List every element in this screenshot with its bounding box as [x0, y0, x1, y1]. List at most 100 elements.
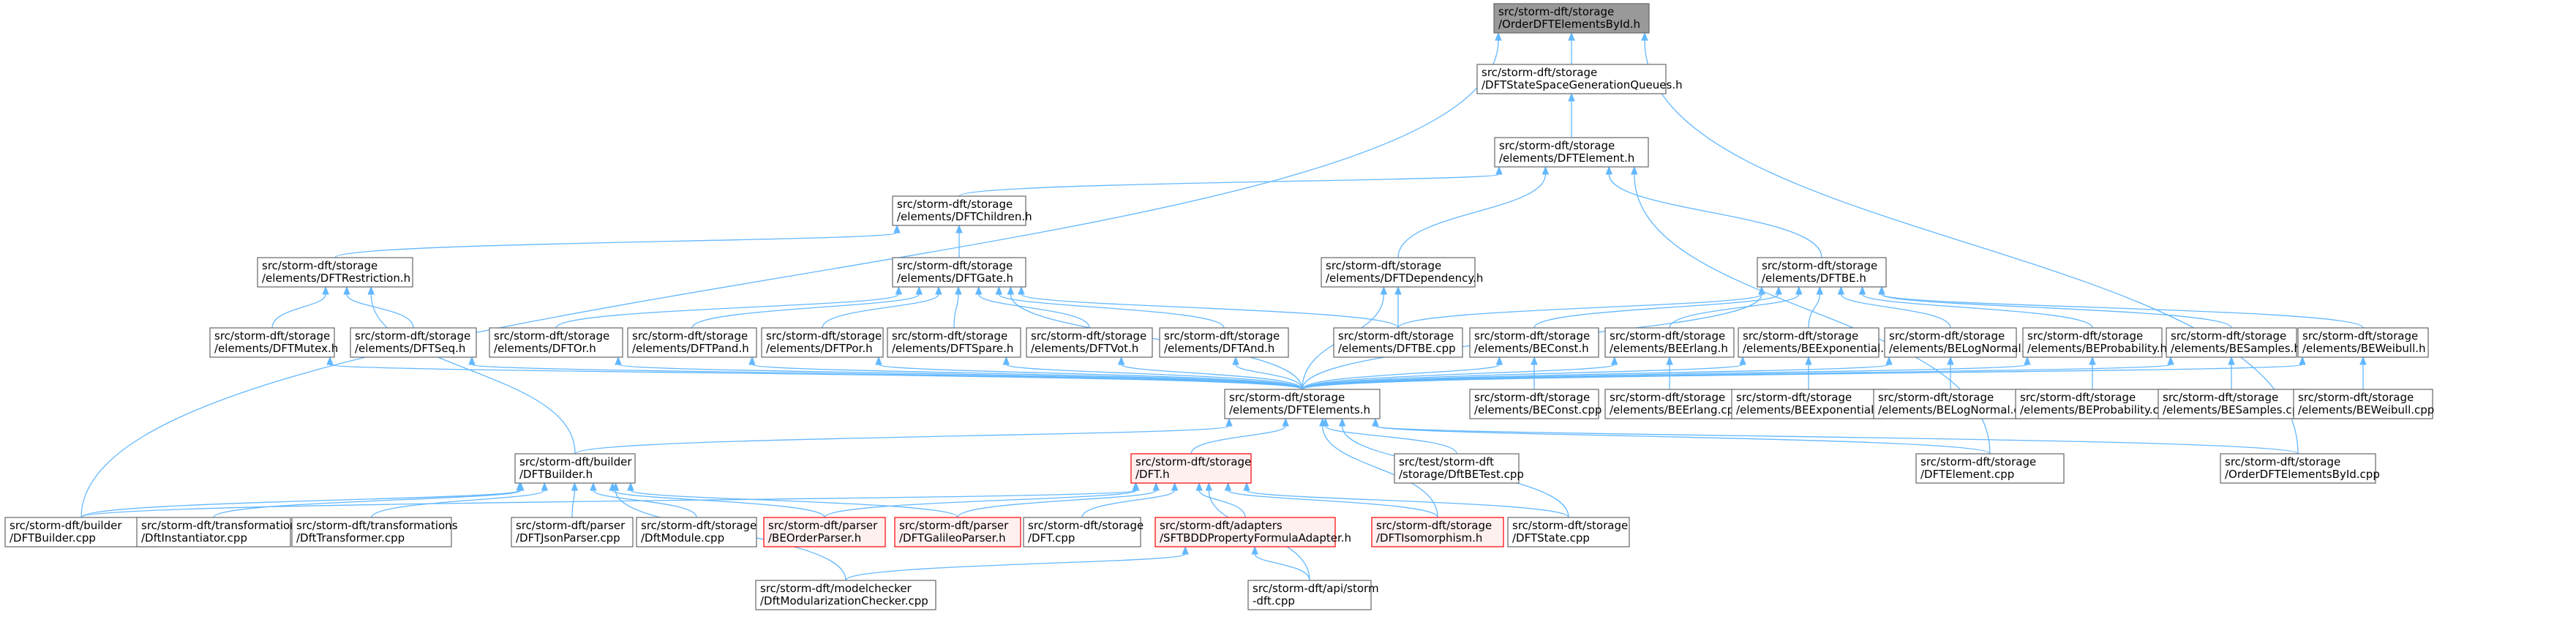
- node-label-line: src/storm-dft/storage: [494, 329, 609, 343]
- graph-node-n26[interactable]: src/storm-dft/storage/elements/BEErlang.…: [1604, 389, 1741, 419]
- node-label-line: /DFTBuilder.cpp: [10, 531, 96, 545]
- edge-arrowhead: [1837, 285, 1845, 295]
- graph-node-n10[interactable]: src/storm-dft/storage/elements/DFTOr.h: [489, 327, 623, 358]
- graph-node-n18[interactable]: src/storm-dft/storage/elements/BEErlang.…: [1604, 327, 1735, 358]
- graph-node-n2[interactable]: src/storm-dft/storage/elements/DFTElemen…: [1494, 137, 1649, 168]
- graph-node-n40[interactable]: src/storm-dft/parser/DFTJsonParser.cpp: [511, 517, 634, 547]
- graph-node-n46[interactable]: src/storm-dft/storage/DFTIsomorphism.h: [1371, 517, 1504, 547]
- graph-node-n32[interactable]: src/storm-dft/builder/DFTBuilder.h: [514, 453, 636, 484]
- graph-node-n4[interactable]: src/storm-dft/storage/elements/DFTRestri…: [257, 257, 413, 288]
- graph-node-n22[interactable]: src/storm-dft/storage/elements/BESamples…: [2166, 327, 2301, 358]
- graph-node-n35[interactable]: src/storm-dft/storage/DFTElement.cpp: [1915, 453, 2065, 484]
- edge-n32-n37: [80, 482, 523, 518]
- node-label-line: src/storm-dft/storage: [2298, 391, 2414, 404]
- node-label-line: src/storm-dft/storage: [1743, 329, 1858, 343]
- graph-node-n14[interactable]: src/storm-dft/storage/elements/DFTVot.h: [1026, 327, 1153, 358]
- graph-node-n17[interactable]: src/storm-dft/storage/elements/BEConst.h: [1469, 327, 1599, 358]
- edge-n11-n24: [748, 356, 1303, 390]
- node-label-line: /elements/DFTBE.cpp: [1338, 342, 1456, 355]
- graph-node-n47[interactable]: src/storm-dft/storage/DFTState.cpp: [1507, 517, 1630, 547]
- node-box: [291, 517, 452, 547]
- node-box: [2022, 327, 2163, 358]
- graph-node-n19[interactable]: src/storm-dft/storage/elements/BEExponen…: [1738, 327, 1891, 358]
- node-label-line: /elements/BEProbability.h: [2027, 342, 2167, 355]
- graph-node-n49[interactable]: src/storm-dft/api/storm-dft.cpp: [1247, 580, 1379, 610]
- graph-node-n20[interactable]: src/storm-dft/storage/elements/BELogNorm…: [1884, 327, 2032, 358]
- graph-node-n38[interactable]: src/storm-dft/transformations/DftInstant…: [136, 517, 303, 547]
- node-label-line: src/storm-dft/storage: [1762, 259, 1877, 272]
- graph-node-n41[interactable]: src/storm-dft/storage/DftModule.cpp: [636, 517, 757, 547]
- node-label-line: src/storm-dft/storage: [1135, 455, 1251, 468]
- edge-arrowhead: [1380, 285, 1388, 295]
- graph-node-n24[interactable]: src/storm-dft/storage/elements/DFTElemen…: [1224, 389, 1381, 419]
- graph-node-n12[interactable]: src/storm-dft/storage/elements/DFTPor.h: [761, 327, 884, 358]
- graph-node-n13[interactable]: src/storm-dft/storage/elements/DFTSpare.…: [887, 327, 1021, 358]
- edge-n33-n44: [1081, 482, 1179, 518]
- graph-node-n30[interactable]: src/storm-dft/storage/elements/BESamples…: [2158, 389, 2306, 419]
- edge-line: [1325, 425, 1457, 455]
- graph-node-n25[interactable]: src/storm-dft/storage/elements/BEConst.c…: [1469, 389, 1601, 419]
- edge-line: [271, 293, 326, 329]
- edge-n20-n24: [1302, 356, 1893, 390]
- node-label-line: /DftTransformer.cpp: [296, 531, 405, 545]
- graph-node-n15[interactable]: src/storm-dft/storage/elements/DFTAnd.h: [1159, 327, 1289, 358]
- edge-n7-n19: [1808, 285, 1824, 329]
- graph-node-n36[interactable]: src/storm-dft/storage/OrderDFTElementsBy…: [2220, 453, 2380, 484]
- graph-node-n42[interactable]: src/storm-dft/parser/BEOrderParser.h: [763, 517, 886, 547]
- graph-node-n39[interactable]: src/storm-dft/transformations/DftTransfo…: [291, 517, 458, 547]
- graph-node-n23[interactable]: src/storm-dft/storage/elements/BEWeibull…: [2297, 327, 2429, 358]
- edge-arrowhead: [915, 285, 923, 295]
- node-label-line: src/storm-dft/storage: [1498, 5, 1614, 18]
- edge-line: [1375, 425, 1991, 455]
- node-box: [894, 517, 1021, 547]
- edge-n18-n26: [1666, 356, 1673, 390]
- graph-node-n11[interactable]: src/storm-dft/storage/elements/DFTPand.h: [627, 327, 757, 358]
- edge-n4-n32: [367, 285, 576, 455]
- graph-node-n34[interactable]: src/test/storm-dft/storage/DftBETest.cpp: [1394, 453, 1524, 484]
- edge-n32-n38: [213, 482, 525, 518]
- graph-node-n28[interactable]: src/storm-dft/storage/elements/BELogNorm…: [1873, 389, 2034, 419]
- graph-node-n5[interactable]: src/storm-dft/storage/elements/DFTGate.h: [892, 257, 1026, 288]
- edge-arrowhead: [612, 482, 620, 491]
- node-box: [1915, 453, 2065, 484]
- graph-node-n16[interactable]: src/storm-dft/storage/elements/DFTBE.cpp: [1333, 327, 1463, 358]
- graph-node-n37[interactable]: src/storm-dft/builder/DFTBuilder.cpp: [4, 517, 158, 547]
- graph-node-n48[interactable]: src/storm-dft/modelchecker/DftModulariza…: [755, 580, 936, 610]
- graph-node-n27[interactable]: src/storm-dft/storage/elements/BEExponen…: [1731, 389, 1897, 419]
- edge-line: [1861, 293, 2093, 329]
- graph-node-n9[interactable]: src/storm-dft/storage/elements/DFTSeq.h: [350, 327, 477, 358]
- node-label-line: /OrderDFTElementsById.cpp: [2225, 468, 2380, 481]
- node-label-line: /DFTBuilder.h: [519, 468, 593, 481]
- node-label-line: src/storm-dft/storage: [1474, 329, 1590, 343]
- edge-n33-n46: [1224, 482, 1438, 518]
- edge-line: [612, 490, 825, 518]
- edge-arrowhead: [1631, 165, 1638, 175]
- node-label-line: /BEOrderParser.h: [768, 531, 861, 545]
- edge-n0-n36: [1641, 31, 2299, 455]
- edge-line: [1254, 553, 1310, 581]
- graph-node-n21[interactable]: src/storm-dft/storage/elements/BEProbabi…: [2022, 327, 2167, 358]
- edge-arrowhead: [1319, 417, 1326, 427]
- edge-n5-n14: [975, 285, 1090, 329]
- node-label-line: src/storm-dft/storage: [1376, 519, 1492, 532]
- graph-node-n1[interactable]: src/storm-dft/storage/DFTStateSpaceGener…: [1476, 64, 1683, 94]
- graph-node-n44[interactable]: src/storm-dft/storage/DFT.cpp: [1023, 517, 1144, 547]
- graph-node-n7[interactable]: src/storm-dft/storage/elements/DFTBE.h: [1757, 257, 1887, 288]
- graph-node-n31[interactable]: src/storm-dft/storage/elements/BEWeibull…: [2293, 389, 2434, 419]
- graph-node-n8[interactable]: src/storm-dft/storage/elements/DFTMutex.…: [209, 327, 338, 358]
- edge-line: [822, 293, 939, 329]
- graph-node-n3[interactable]: src/storm-dft/storage/elements/DFTChildr…: [892, 195, 1032, 226]
- edge-line: [1608, 173, 1822, 258]
- graph-node-n29[interactable]: src/storm-dft/storage/elements/BEProbabi…: [2015, 389, 2173, 419]
- edge-arrowhead: [1282, 417, 1289, 427]
- node-label-line: /elements/DFTChildren.h: [897, 210, 1032, 223]
- node-box: [2166, 327, 2297, 358]
- node-box: [1154, 517, 1336, 547]
- graph-node-n33[interactable]: src/storm-dft/storage/DFT.h: [1130, 453, 1252, 484]
- graph-node-n6[interactable]: src/storm-dft/storage/elements/DFTDepend…: [1321, 257, 1483, 288]
- edge-n24-n33: [1190, 417, 1289, 455]
- edge-arrowhead: [1195, 482, 1203, 491]
- graph-node-n45[interactable]: src/storm-dft/adapters/SFTBDDPropertyFor…: [1154, 517, 1351, 547]
- graph-node-n0[interactable]: src/storm-dft/storage/OrderDFTElementsBy…: [1493, 3, 1650, 34]
- graph-node-n43[interactable]: src/storm-dft/parser/DFTGalileoParser.h: [894, 517, 1021, 547]
